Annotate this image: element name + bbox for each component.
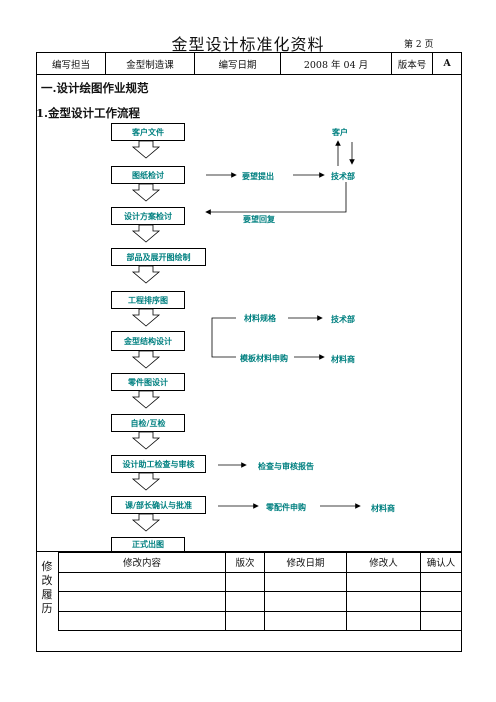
- revision-cell: [346, 571, 421, 592]
- step-self-check: 自检/互检: [111, 414, 185, 432]
- step-design-plan-review: 设计方案检讨: [111, 207, 185, 225]
- document-title: 金型设计标准化资料: [171, 35, 325, 54]
- label-supplier-1: 材料商: [331, 355, 355, 364]
- step-component-drawing: 零件图设计: [111, 373, 185, 391]
- table-row: [58, 591, 462, 612]
- down-arrows: [131, 140, 161, 532]
- col-confirmer: 确认人: [420, 552, 462, 573]
- revision-cell: [225, 610, 265, 631]
- revision-cell: [225, 591, 265, 612]
- revision-frame: [36, 552, 462, 652]
- step-manager-approval: 课/部长确认与批准: [111, 496, 206, 514]
- revision-cell: [225, 571, 265, 592]
- label-tech-dept-2: 技术部: [331, 315, 355, 324]
- section-subheading: 1.金型设计工作流程: [36, 106, 141, 120]
- table-row: [58, 571, 462, 592]
- revision-side-label: 修 改 履 历: [36, 560, 58, 616]
- revision-table: 修改内容 版次 修改日期 修改人 确认人: [58, 552, 462, 631]
- revision-cell: [58, 610, 226, 631]
- revision-cell: [346, 610, 421, 631]
- step-process-sequence: 工程排序图: [111, 291, 185, 309]
- revision-cell: [264, 591, 347, 612]
- label-customer: 客户: [332, 128, 348, 137]
- label-parts-purchase: 零配件申购: [266, 503, 306, 512]
- version-value: A: [432, 52, 462, 75]
- col-date: 修改日期: [264, 552, 347, 573]
- label-material-spec: 材料规格: [244, 314, 276, 323]
- revision-char: 修: [41, 560, 53, 573]
- col-editor: 修改人: [346, 552, 421, 573]
- label-plate-purchase: 模板材料申购: [240, 354, 288, 363]
- table-row: [58, 610, 462, 631]
- revision-cell: [420, 571, 462, 592]
- revision-cell: [264, 571, 347, 592]
- label-tech-dept-1: 技术部: [331, 172, 355, 181]
- page-number: 第 2 页: [404, 40, 434, 50]
- revision-char: 历: [41, 602, 53, 615]
- revision-cell: [264, 610, 347, 631]
- step-assistant-review: 设计助工检查与审核: [111, 455, 206, 473]
- col-version: 版次: [225, 552, 265, 573]
- revision-cell: [346, 591, 421, 612]
- content-frame: [36, 75, 462, 552]
- label-review-report: 检查与审核报告: [258, 462, 314, 471]
- step-mold-structure-design: 金型结构设计: [111, 331, 185, 351]
- step-customer-file: 客户文件: [111, 123, 185, 141]
- revision-cell: [58, 591, 226, 612]
- revision-header-row: 修改内容 版次 修改日期 修改人 确认人: [58, 552, 462, 573]
- revision-char: 履: [41, 588, 53, 601]
- revision-cell: [58, 571, 226, 592]
- step-part-drawing: 部品及展开图绘制: [111, 248, 206, 266]
- revision-cell: [420, 610, 462, 631]
- label-request: 要望提出: [242, 172, 274, 181]
- step-drawing-review: 图纸检讨: [111, 166, 185, 184]
- revision-char: 改: [41, 574, 53, 587]
- step-final-release: 正式出图: [111, 537, 185, 552]
- col-content: 修改内容: [58, 552, 226, 573]
- side-arrows: [205, 140, 361, 509]
- revision-cell: [420, 591, 462, 612]
- label-supplier-2: 材料商: [371, 504, 395, 513]
- section-heading: 一.设计绘图作业规范: [41, 81, 149, 95]
- label-reply: 要望回复: [243, 215, 275, 224]
